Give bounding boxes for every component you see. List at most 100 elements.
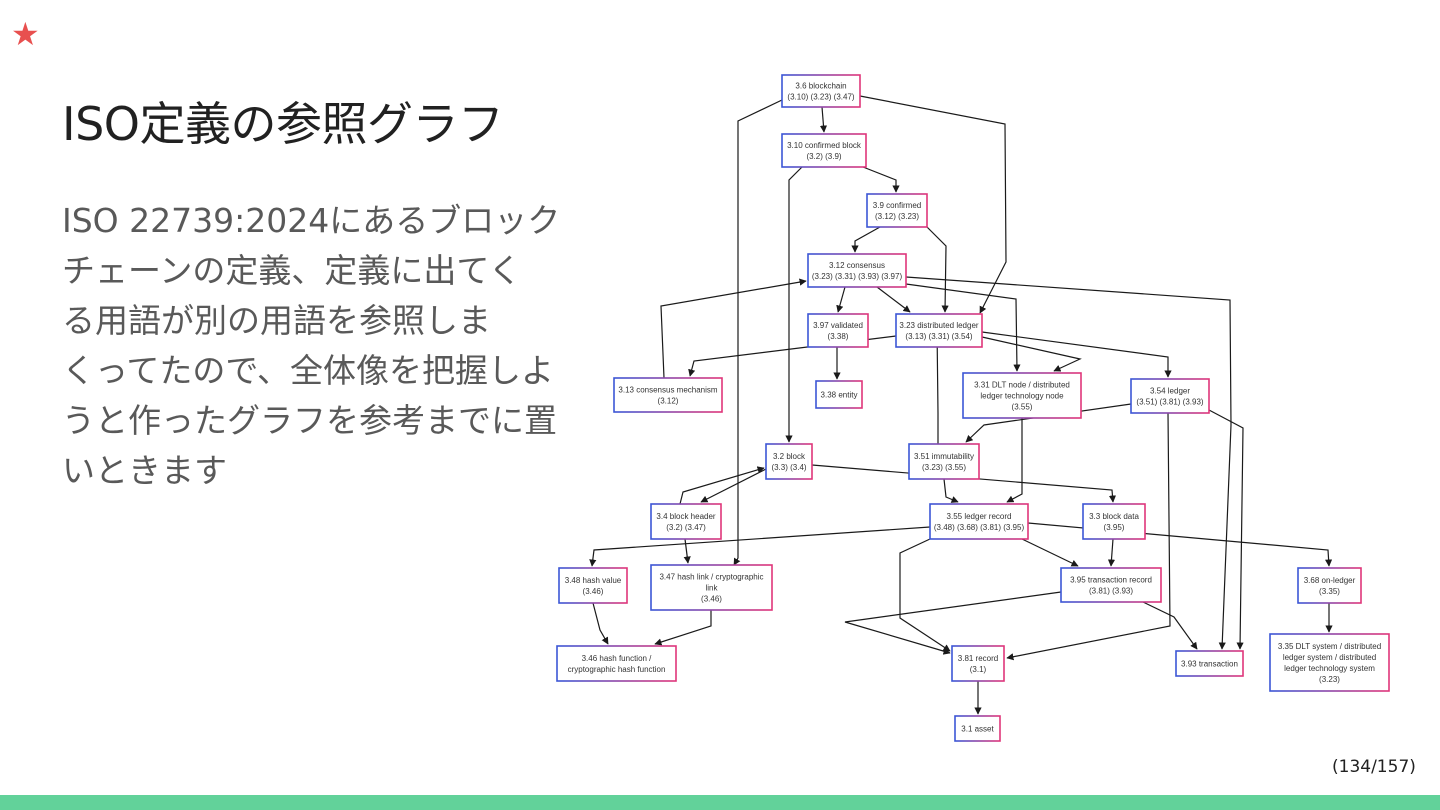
node-box bbox=[781, 74, 861, 108]
node-box bbox=[1082, 503, 1146, 540]
node-box bbox=[815, 380, 863, 409]
body-line: くってたので、全体像を把握しよ bbox=[62, 351, 555, 390]
node-n3_55: 3.55 ledger record (3.48) (3.68) (3.81) (… bbox=[929, 503, 1029, 540]
node-box bbox=[650, 564, 773, 611]
edge-n3_48-to-n3_46 bbox=[592, 602, 609, 645]
edge-n3_6-to-n3_10 bbox=[819, 106, 828, 133]
node-label: 3.46 hash function / bbox=[582, 654, 653, 663]
star-icon: ★ bbox=[11, 15, 40, 53]
node-box bbox=[962, 372, 1082, 419]
node-n3_38: 3.38 entity bbox=[815, 380, 863, 409]
node-box bbox=[929, 503, 1029, 540]
node-label: (3.38) bbox=[828, 332, 849, 341]
body-line: ISO 22739:2024にあるブロック bbox=[62, 201, 561, 240]
edge-n3_54-to-n3_51 bbox=[965, 403, 1132, 443]
node-box bbox=[807, 253, 907, 288]
node-n3_4: 3.4 block header (3.2) (3.47) bbox=[650, 503, 722, 540]
node-n3_6: 3.6 blockchain(3.10) (3.23) (3.47) bbox=[781, 74, 861, 108]
node-label: (3.23) (3.31) (3.93) (3.97) bbox=[812, 272, 903, 281]
edge-n3_2-to-n3_4 bbox=[700, 468, 767, 503]
node-label: 3.12 consensus bbox=[829, 261, 885, 270]
node-label: (3.2) (3.47) bbox=[666, 523, 706, 532]
edge-n3_47-to-n3_46 bbox=[654, 610, 712, 646]
node-label: (3.2) (3.9) bbox=[806, 152, 841, 161]
node-label: cryptographic hash function bbox=[568, 665, 666, 674]
node-label: (3.81) (3.93) bbox=[1089, 587, 1133, 596]
node-n3_97: 3.97 validated(3.38) bbox=[807, 313, 869, 348]
node-label: 3.31 DLT node / distributed bbox=[974, 381, 1070, 390]
edge-n3_3-to-n3_95 bbox=[1107, 538, 1116, 567]
edge-n3_54-to-n3_93 bbox=[1208, 409, 1244, 650]
node-label: (3.48) (3.68) (3.81) (3.95) bbox=[934, 523, 1025, 532]
node-label: (3.55) bbox=[1012, 403, 1033, 412]
edge-n3_95-to-n3_93 bbox=[1142, 601, 1198, 650]
edge-n3_9-to-n3_23 bbox=[926, 226, 949, 313]
slide-title: ISO定義の参照グラフ bbox=[62, 97, 504, 151]
node-box bbox=[1060, 567, 1162, 603]
node-n3_23: 3.23 distributed ledger(3.13) (3.31) (3.… bbox=[895, 313, 983, 348]
node-n3_93: 3.93 transaction bbox=[1175, 650, 1244, 677]
node-box bbox=[1130, 378, 1210, 414]
bottom-accent-bar bbox=[0, 795, 1440, 810]
node-box bbox=[866, 193, 928, 228]
edge-n3_12-to-n3_23 bbox=[876, 286, 911, 313]
edges-layer bbox=[589, 95, 1333, 715]
node-label: (3.23) (3.55) bbox=[922, 463, 966, 472]
nodes-layer: 3.6 blockchain(3.10) (3.23) (3.47) 3.10 c… bbox=[556, 74, 1390, 742]
node-box bbox=[807, 313, 869, 348]
edge-n3_4-to-n3_47 bbox=[683, 538, 691, 564]
node-label: ledger system / distributed bbox=[1283, 653, 1376, 662]
node-n3_35: 3.35 DLT system / distributed ledger syst… bbox=[1269, 633, 1390, 692]
node-box bbox=[1297, 567, 1362, 604]
edge-n3_54-to-n3_81 bbox=[1006, 412, 1171, 661]
node-label: 3.81 record bbox=[958, 654, 998, 663]
node-label: 3.47 hash link / cryptographic bbox=[659, 573, 763, 582]
node-label: 3.68 on-ledger bbox=[1304, 576, 1356, 585]
node-label: 3.4 block header bbox=[656, 512, 715, 521]
node-label: 3.35 DLT system / distributed bbox=[1278, 642, 1381, 651]
node-label: (3.12) (3.23) bbox=[875, 212, 919, 221]
edge-n3_6-to-n3_23 bbox=[859, 95, 1007, 314]
edge-n3_12-to-n3_31 bbox=[905, 283, 1021, 372]
node-n3_1: 3.1 asset bbox=[954, 715, 1001, 742]
node-box bbox=[954, 715, 1001, 742]
edge-n3_12-to-n3_97 bbox=[836, 286, 846, 313]
node-label: (3.12) bbox=[658, 397, 679, 406]
node-label: 3.95 transaction record bbox=[1070, 576, 1152, 585]
node-label: (3.3) (3.4) bbox=[771, 463, 806, 472]
node-label: 3.13 consensus mechanism bbox=[618, 386, 718, 395]
node-n3_51: 3.51 immutability(3.23) (3.55) bbox=[908, 443, 980, 480]
node-box bbox=[765, 443, 813, 480]
node-label: 3.1 asset bbox=[961, 725, 994, 734]
node-label: 3.2 block bbox=[773, 452, 806, 461]
body-line: チェーンの定義、定義に出てく bbox=[62, 251, 522, 290]
edge-n3_55-to-n3_48 bbox=[589, 526, 931, 567]
node-label: (3.1) bbox=[970, 665, 987, 674]
node-box bbox=[1269, 633, 1390, 692]
node-label: 3.10 confirmed block bbox=[787, 141, 862, 150]
node-n3_12: 3.12 consensus (3.23) (3.31) (3.93) (3.97… bbox=[807, 253, 907, 288]
edge-n3_23-to-n3_31 bbox=[981, 336, 1082, 372]
node-box bbox=[895, 313, 983, 348]
edge-n3_55-to-n3_81 bbox=[899, 538, 951, 652]
node-label: ledger technology system bbox=[1284, 664, 1375, 673]
node-n3_48: 3.48 hash value(3.46) bbox=[558, 567, 628, 604]
node-box bbox=[1175, 650, 1244, 677]
body-line: る用語が別の用語を参照しま bbox=[62, 301, 491, 340]
node-n3_2: 3.2 block (3.3) (3.4) bbox=[765, 443, 813, 480]
node-label: 3.9 confirmed bbox=[873, 201, 921, 210]
node-label: (3.95) bbox=[1104, 523, 1125, 532]
node-label: 3.55 ledger record bbox=[947, 512, 1012, 521]
edge-n3_12-to-n3_93 bbox=[905, 276, 1232, 650]
edge-n3_23-to-n3_54 bbox=[981, 331, 1172, 378]
node-label: 3.6 blockchain bbox=[795, 82, 846, 91]
node-box bbox=[781, 133, 867, 168]
node-n3_46: 3.46 hash function / cryptographic hash f… bbox=[556, 645, 677, 682]
node-box bbox=[556, 645, 677, 682]
edge-n3_55-to-n3_95 bbox=[1021, 538, 1079, 567]
node-n3_10: 3.10 confirmed block (3.2) (3.9) bbox=[781, 133, 867, 168]
edge-n3_10-to-n3_2 bbox=[785, 166, 803, 443]
